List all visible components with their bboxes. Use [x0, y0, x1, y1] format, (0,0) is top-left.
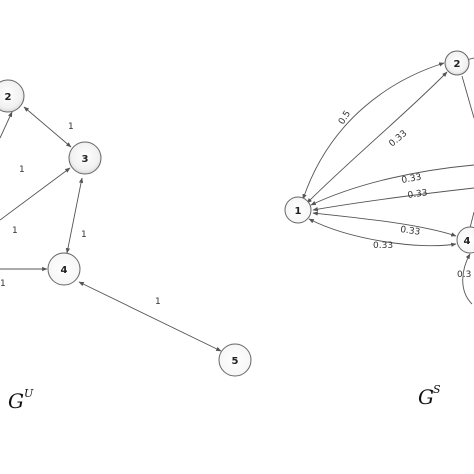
node-1-gs: 1 — [284, 196, 312, 224]
edge-2-3 — [23, 106, 72, 148]
node-4-label: 4 — [61, 265, 68, 276]
edge-1-3-lower — [312, 187, 474, 212]
edge-1-4-lower — [308, 218, 457, 247]
graph-gs: 0.5 0.33 0.33 0.33 0.33 0.33 0.3 1 2 4 G… — [284, 50, 474, 409]
edge-4-right — [469, 211, 474, 229]
edge-2-1-partial — [0, 111, 13, 139]
edge-label-4-5: 1 — [155, 297, 161, 307]
caption-gs-sup: S — [433, 383, 441, 396]
node-3-gu: 3 — [68, 141, 102, 175]
graph-gu: 1 1 1 1 1 1 2 3 4 5 G U — [0, 79, 252, 413]
edge-1-3 — [0, 167, 71, 221]
node-2-gs: 2 — [444, 50, 470, 76]
node-5-gu: 5 — [218, 343, 252, 377]
caption-gu-main: G — [8, 389, 24, 413]
node-2-label: 2 — [5, 92, 12, 103]
node-2-gu: 2 — [0, 79, 25, 113]
edge-label-1-4-upper: 0.33 — [400, 225, 421, 238]
caption-gs-main: G — [418, 385, 434, 409]
edge-4-loop — [462, 253, 473, 305]
edge-label-1-4-lower: 0.33 — [373, 241, 393, 251]
edge-label-1-2: 1 — [19, 165, 25, 175]
node-4-gs-label: 4 — [464, 236, 471, 247]
edge-label-4-loop: 0.3 — [457, 270, 471, 280]
edge-2-down — [461, 75, 474, 119]
node-2-gs-label: 2 — [454, 59, 461, 70]
edge-1-4-upper — [312, 211, 457, 237]
node-5-label: 5 — [232, 356, 239, 367]
caption-gu-sup: U — [24, 387, 34, 400]
node-3-label: 3 — [82, 154, 89, 165]
node-4-gu: 4 — [47, 252, 81, 286]
edge-label-1-3-upper: 0.33 — [401, 173, 422, 186]
edge-label-1-3-lower: 0.33 — [407, 188, 428, 201]
node-1-gs-label: 1 — [295, 206, 302, 217]
caption-gs: G S — [418, 383, 441, 409]
edge-1-2-inner — [306, 71, 448, 204]
edge-3-4 — [65, 177, 84, 254]
caption-gu: G U — [8, 387, 34, 413]
edge-label-2-3: 1 — [68, 122, 74, 132]
edge-label-1-3: 1 — [12, 226, 18, 236]
edge-label-1-2-inner: 0.33 — [388, 129, 410, 150]
edge-1-3-upper — [310, 164, 474, 206]
edge-4-5 — [78, 281, 222, 352]
node-4-gs: 4 — [456, 226, 474, 254]
edge-label-3-4: 1 — [81, 230, 87, 240]
edge-label-1-2-outer: 0.5 — [337, 109, 353, 126]
edge-label-1-4: 1 — [0, 279, 6, 289]
edge-1-2-outer — [302, 62, 445, 200]
